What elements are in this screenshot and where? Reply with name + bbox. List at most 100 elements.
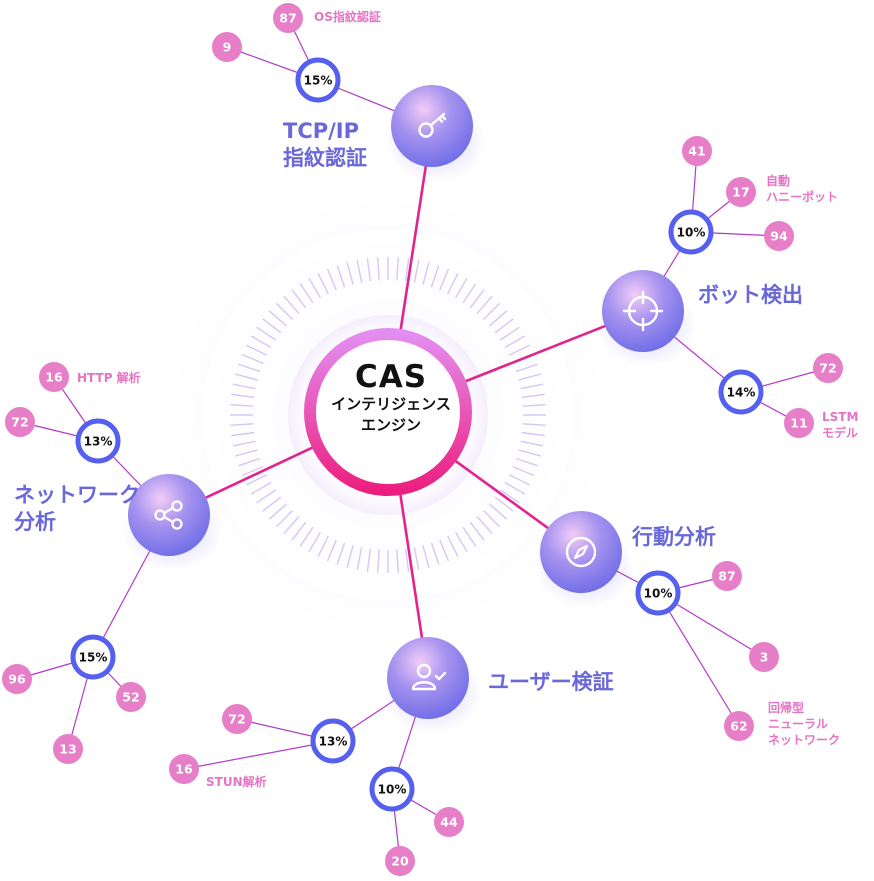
tick-mark [454, 531, 468, 553]
leaf-value: 72 [11, 415, 28, 430]
tick-mark [356, 547, 363, 571]
hub-label-bot-detection: ボット検出 [698, 283, 803, 307]
tick-mark [413, 259, 420, 283]
tick-mark [512, 466, 535, 477]
leaf-value: 3 [760, 650, 769, 665]
leaf-node [5, 407, 35, 437]
leaf-value: 11 [790, 416, 807, 431]
tick-mark [346, 545, 354, 568]
percent-ring-node [295, 57, 341, 103]
tick-mark [250, 481, 272, 495]
leaf-value: 62 [730, 719, 747, 734]
hub-node [540, 511, 622, 593]
tick-mark [326, 539, 337, 562]
hub-node [602, 270, 684, 352]
tick-mark [268, 503, 287, 520]
note-auto-honeypot: 自動 ハニーポット [766, 174, 839, 204]
percent-label: 15% [79, 651, 108, 665]
leaf-line [657, 592, 740, 727]
leaf-node [724, 711, 754, 741]
hub-label-network-analysis: ネットワーク 分析 [14, 483, 140, 534]
tick-mark [317, 272, 329, 295]
note-os-fingerprint: OS指紋認証 [314, 10, 381, 24]
tick-mark [499, 489, 520, 504]
percent-ring-node [635, 570, 681, 616]
percent-ring-node [718, 369, 764, 415]
leaf-value: 9 [223, 40, 232, 55]
tick-mark [275, 302, 294, 321]
note-lstm-model: LSTM モデル [822, 410, 859, 440]
tick-mark [336, 542, 346, 565]
hub-label-behavior-analysis: 行動分析 [632, 525, 716, 549]
tick-mark [404, 548, 410, 572]
leaf-node [273, 3, 303, 33]
leaf-node [712, 561, 742, 591]
percent-label: 13% [319, 735, 348, 749]
leaf-value: 44 [440, 815, 458, 830]
tick-mark [521, 431, 545, 437]
percent-label: 13% [84, 435, 113, 449]
tick-mark [396, 549, 400, 573]
crosshair-icon [622, 290, 664, 332]
tick-mark [482, 302, 501, 321]
tick-mark [499, 326, 520, 341]
percent-ring-node [70, 634, 116, 680]
leaf-node [385, 846, 415, 876]
tick-mark [366, 548, 372, 572]
leaf-value: 16 [45, 370, 63, 385]
note-stun-analysis: STUN解析 [206, 775, 267, 789]
tick-mark [521, 393, 545, 399]
hub-node [128, 474, 210, 556]
percent-label: 10% [378, 783, 407, 797]
leaf-value: 13 [59, 742, 76, 757]
tick-mark [275, 509, 294, 528]
leaf-node [222, 704, 252, 734]
tick-mark [469, 289, 485, 309]
tick-mark [230, 403, 254, 407]
hub-label-user-verification: ユーザー検証 [488, 670, 614, 694]
tick-mark [422, 545, 430, 568]
tick-mark [413, 547, 420, 571]
tick-mark [299, 283, 314, 304]
note-rnn: 回帰型 ニューラル ネットワーク [768, 701, 841, 747]
tick-mark [256, 326, 277, 341]
percent-ring-node [310, 718, 356, 764]
tick-mark [317, 535, 329, 558]
tick-mark [241, 466, 264, 477]
leaf-value: 52 [122, 690, 139, 705]
tick-mark [283, 295, 300, 314]
tick-mark [232, 383, 256, 390]
center-label: CAS インテリジェンス エンジン [321, 360, 461, 436]
tick-mark [308, 277, 322, 299]
tick-mark [245, 474, 268, 486]
center-title: CAS [354, 359, 428, 395]
tick-mark [476, 516, 493, 535]
leaf-value: 72 [819, 361, 836, 376]
tick-mark [376, 549, 380, 573]
tick-mark [366, 258, 372, 282]
leaf-node [116, 682, 146, 712]
tick-mark [489, 310, 508, 327]
tick-mark [447, 535, 459, 558]
percent-label: 14% [727, 386, 756, 400]
center-subtitle-line1: インテリジェンス [331, 395, 451, 413]
tick-mark [489, 503, 508, 520]
tick-mark [231, 431, 255, 437]
tick-mark [520, 440, 544, 447]
percent-ring-node [369, 766, 415, 812]
tick-mark [262, 496, 282, 512]
tick-mark [462, 283, 477, 304]
leaf-value: 17 [732, 185, 749, 200]
share-icon [154, 500, 183, 530]
leaf-value: 72 [228, 712, 245, 727]
tick-mark [268, 310, 287, 327]
leaf-node [2, 664, 32, 694]
tick-mark [238, 363, 261, 373]
tick-mark [262, 318, 282, 334]
leaf-node [53, 734, 83, 764]
leaf-node [212, 32, 242, 62]
tick-mark [291, 521, 307, 541]
tick-mark [230, 423, 254, 427]
tick-mark [508, 344, 531, 356]
leaf-value: 41 [688, 144, 705, 159]
